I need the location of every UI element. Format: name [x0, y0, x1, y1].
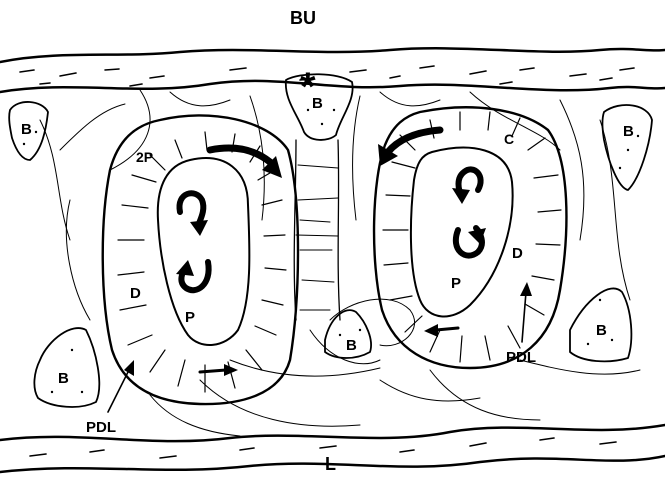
straight-arrow-icon	[424, 324, 438, 337]
label-bone-upper-right: B	[623, 123, 634, 140]
connective-fibres	[40, 90, 640, 436]
straight-arrow-icon	[436, 328, 458, 330]
rotation-arrows	[108, 130, 532, 412]
label-bone-upper-left: B	[21, 121, 32, 138]
label-bu: BU	[290, 8, 316, 28]
label-bone-top: B	[312, 95, 323, 112]
label-2p: 2P	[136, 149, 153, 165]
left-pulp-chamber	[158, 158, 250, 345]
labels: BU L * B B B B B B 2P C D D P P PDL PDL	[21, 8, 634, 474]
curved-arrow-icon	[452, 188, 470, 204]
label-bone-lower-center: B	[346, 337, 357, 354]
label-c: C	[504, 131, 514, 147]
pointer-arrow-icon	[522, 292, 526, 342]
straight-arrow-icon	[200, 370, 226, 372]
bone-islands	[9, 74, 652, 407]
label-d-right: D	[512, 245, 523, 262]
bone-upper-right	[603, 105, 653, 190]
right-tooth-outer-wall	[374, 107, 566, 368]
label-bone-lower-left: B	[58, 370, 69, 387]
label-bone-lower-right: B	[596, 322, 607, 339]
pointer-arrow-icon	[520, 282, 532, 296]
right-tooth	[374, 107, 566, 368]
curved-arrow-icon	[176, 260, 194, 276]
pointer-arrow-icon	[108, 368, 130, 412]
left-dentin-tubules	[118, 132, 286, 392]
label-p-right: P	[451, 275, 461, 292]
bone-lower-left	[34, 328, 99, 407]
label-pdl-left: PDL	[86, 419, 116, 436]
label-d-left: D	[130, 285, 141, 302]
curved-arrow-icon	[190, 220, 208, 236]
right-dentin-tubules	[383, 112, 561, 362]
label-pdl-right: PDL	[506, 349, 536, 366]
label-l: L	[325, 454, 336, 474]
bone-stipple	[23, 109, 639, 393]
interdental-channel	[294, 140, 340, 320]
label-p-left: P	[185, 309, 195, 326]
upper-epithelium	[0, 48, 665, 92]
